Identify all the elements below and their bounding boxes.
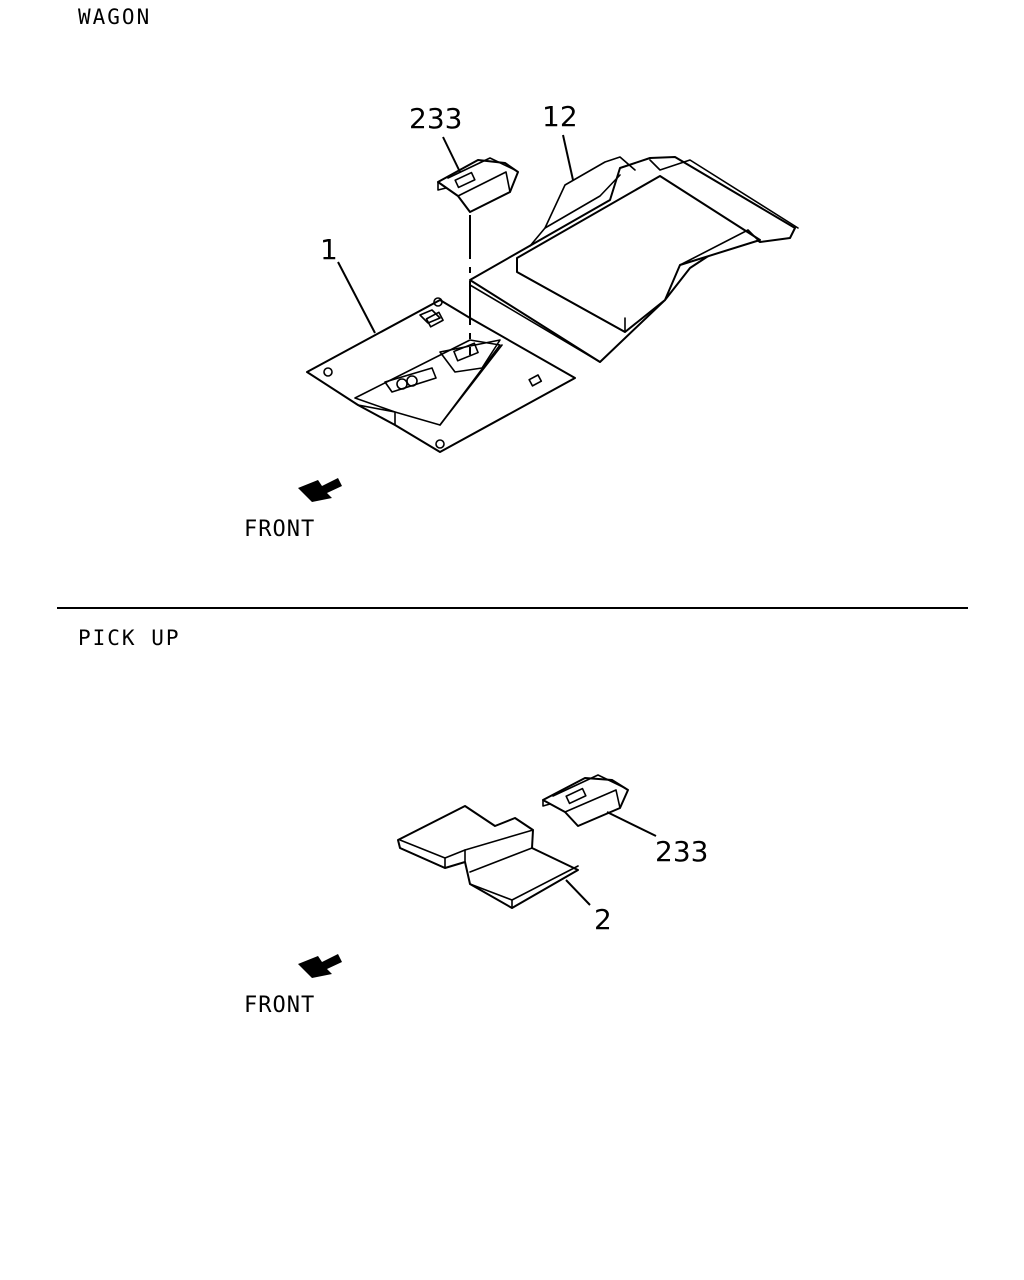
callout-233-pickup: 233 bbox=[655, 835, 708, 868]
part-2-plate bbox=[397, 805, 579, 909]
front-arrow-icon bbox=[298, 954, 342, 978]
leader-1 bbox=[337, 261, 376, 334]
part-233-bracket-wagon bbox=[437, 157, 519, 213]
leader-12 bbox=[562, 134, 574, 181]
callout-2: 2 bbox=[594, 903, 612, 936]
front-arrow-icon bbox=[298, 478, 342, 502]
leader-2 bbox=[565, 879, 591, 906]
leader-233-pickup bbox=[606, 811, 657, 837]
front-label-pickup: FRONT bbox=[244, 993, 315, 1018]
part-12-rear-floor-panel bbox=[469, 156, 799, 363]
section-title-pickup: PICK UP bbox=[78, 626, 181, 650]
callout-12: 12 bbox=[542, 100, 578, 133]
part-1-front-floor-panel bbox=[306, 297, 576, 453]
leader-233-wagon bbox=[442, 136, 461, 173]
callout-1: 1 bbox=[320, 233, 338, 266]
callout-233-wagon: 233 bbox=[409, 102, 462, 135]
part-233-bracket-pickup bbox=[542, 774, 629, 827]
front-label-wagon: FRONT bbox=[244, 517, 315, 542]
section-title-wagon: WAGON bbox=[78, 5, 151, 29]
